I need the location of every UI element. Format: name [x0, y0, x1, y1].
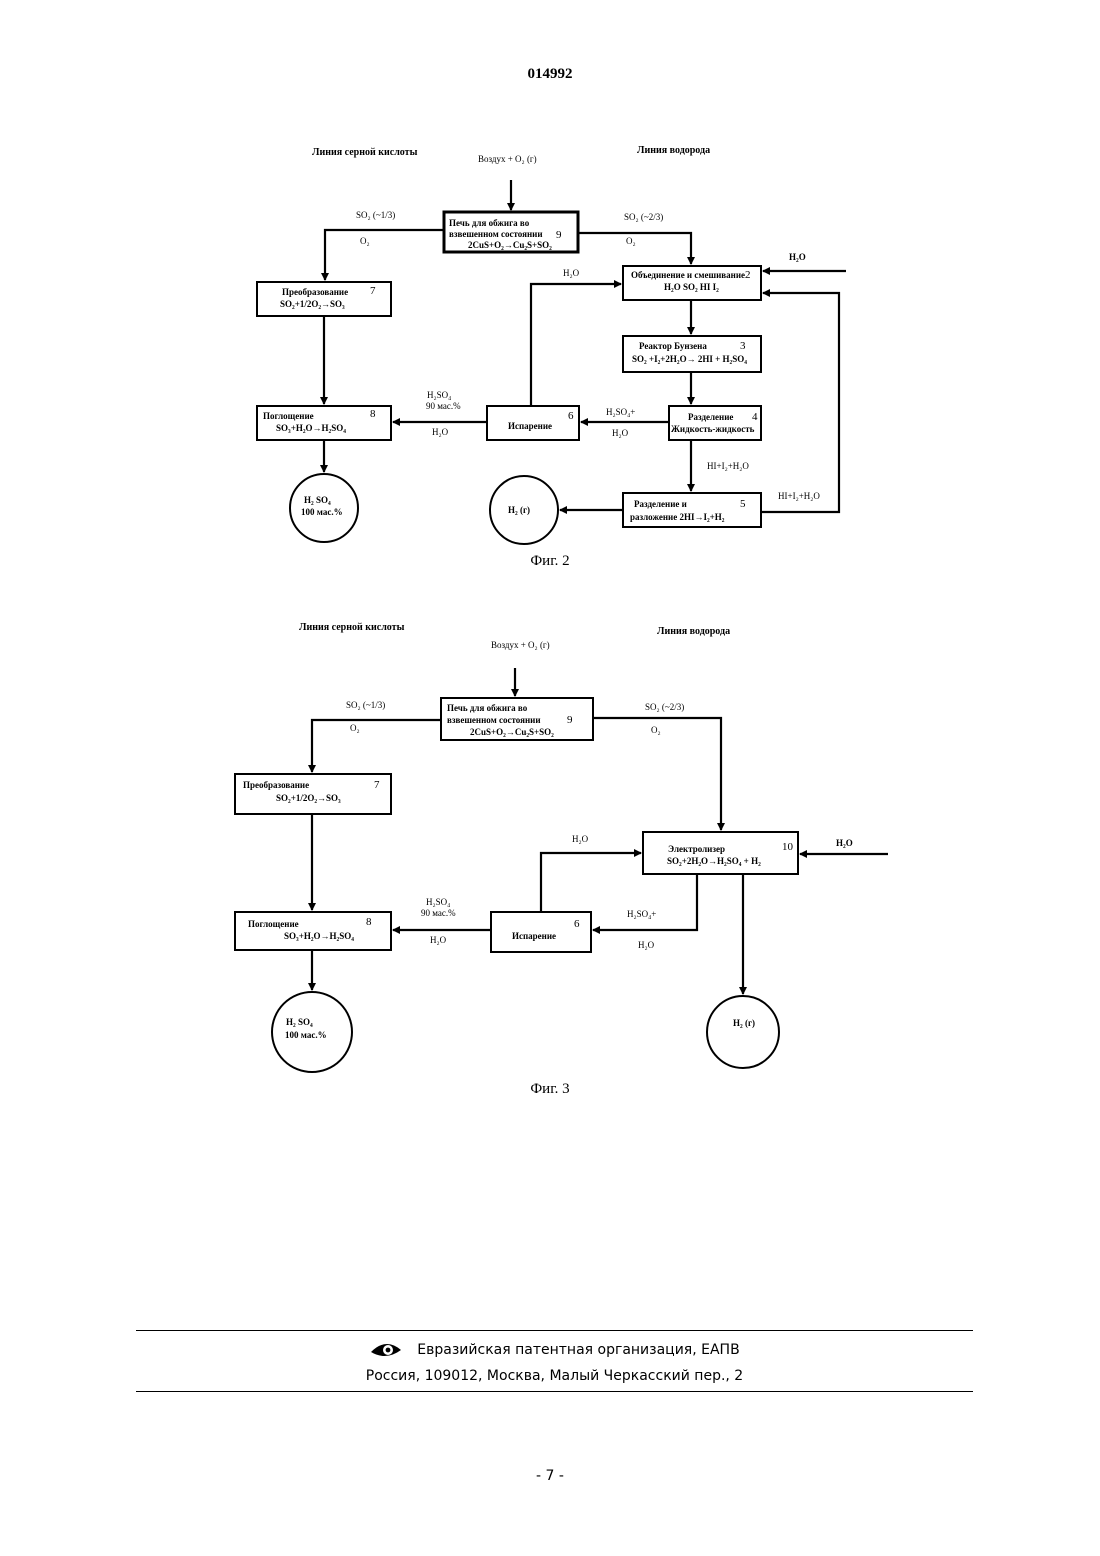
h2o-top-label: H₂O: [572, 834, 589, 844]
fig3-so2-left: SO₂ (~1/3): [346, 700, 385, 710]
mixing-text-1: Объединение и смешивание: [631, 270, 745, 280]
furnace-text-3: 2CuS+O₂→Cu₂S+SO₂: [468, 240, 552, 250]
absorption-text-2: SO₃+H₂O→H₂SO₄: [284, 931, 354, 941]
fig3-o2-left: O₂: [350, 723, 360, 733]
bunsen-number: 3: [740, 340, 746, 352]
h2so4-90-conc-label: 90 мас.%: [426, 401, 461, 411]
fig3-right-line-title: Линия водорода: [657, 626, 730, 637]
decomposition-text-2: разложение 2HI→I₂+H₂: [630, 512, 725, 522]
footer-top-rule: [136, 1330, 973, 1331]
bunsen-text-1: Реактор Бунзена: [639, 341, 707, 351]
h2so4-plus-label: H₂SO₄+: [606, 407, 635, 417]
figure-2-diagram: Линия серной кислоты Линия водорода Возд…: [0, 130, 1100, 550]
eapo-logo-icon: [369, 1339, 403, 1361]
h2so4-90-conc-label: 90 мас.%: [421, 908, 456, 918]
fig3-so2-right: SO₂ (~2/3): [645, 702, 684, 712]
footer-organization-line: Евразийская патентная организация, ЕАПВ: [136, 1339, 973, 1361]
fig2-so2-left: SO₂ (~1/3): [356, 210, 395, 220]
electrolyzer-text-2: SO₂+2H₂O→H₂SO₄ + H₂: [667, 856, 761, 866]
figure-3-diagram: Линия серной кислоты Линия водорода Возд…: [0, 610, 1100, 1080]
separation-text-1: Разделение: [688, 412, 733, 422]
furnace-text-1: Печь для обжига во: [447, 703, 528, 713]
document-number: 014992: [0, 66, 1100, 83]
electrolyzer-number: 10: [782, 841, 794, 853]
furnace-text-1: Печь для обжига во: [449, 218, 530, 228]
absorption-text-2: SO₃+H₂O→H₂SO₄: [276, 423, 346, 433]
recycle-to-mixing: [761, 293, 839, 512]
fig3-left-line-title: Линия серной кислоты: [299, 622, 405, 633]
mixing-number: 2: [745, 269, 751, 281]
evaporation-number: 6: [574, 918, 580, 930]
so2-left-flow: [312, 720, 441, 772]
evaporation-text: Испарение: [508, 421, 552, 431]
h2so4-product-text-1: H₂ SO₄: [304, 495, 331, 505]
so2-left-flow: [325, 230, 444, 280]
mixing-text-2: H₂O SO₂ HI I₂: [664, 282, 719, 292]
h2so4-product-text-2: 100 мас.%: [285, 1030, 327, 1040]
hi-mix-label: HI+I₂+H₂O: [707, 461, 749, 471]
electrolyzer-text-1: Электролизер: [668, 844, 725, 854]
page-number: - 7 -: [0, 1468, 1100, 1484]
furnace-number: 9: [567, 714, 573, 726]
h2so4-90-label: H₂SO₄: [427, 390, 451, 400]
h2o-top-left-label: H₂O: [563, 268, 580, 278]
conversion-text-2: SO₂+1/2O₂→SO₃: [280, 299, 345, 309]
h2so4-plus-label: H₂SO₄+: [627, 909, 656, 919]
furnace-number: 9: [556, 229, 562, 241]
decomposition-number: 5: [740, 498, 746, 510]
fig3-o2-right: O₂: [651, 725, 661, 735]
figure-3-caption: Фиг. 3: [0, 1081, 1100, 1098]
decomposition-text-1: Разделение и: [634, 499, 687, 509]
evaporation-to-mixing: [531, 284, 621, 406]
h2-product-text: H₂ (г): [733, 1018, 755, 1028]
fig2-o2-left: O₂: [360, 236, 370, 246]
footer-address: Россия, 109012, Москва, Малый Черкасский…: [136, 1368, 973, 1384]
electrolyzer-to-evaporation: [593, 874, 697, 930]
h2o-sep-label: H₂O: [612, 428, 629, 438]
evaporation-number: 6: [568, 410, 574, 422]
conversion-text-1: Преобразование: [282, 287, 348, 297]
fig3-feed-label: Воздух + O₂ (г): [491, 640, 550, 650]
bunsen-text-2: SO₂ +I₂+2H₂O→ 2HI + H₂SO₄: [632, 354, 747, 364]
h2o-input-label: H₂O: [789, 252, 806, 262]
furnace-text-3: 2CuS+O₂→Cu₂S+SO₂: [470, 727, 554, 737]
h2-product-circle: [707, 996, 779, 1068]
evaporation-text: Испарение: [512, 931, 556, 941]
h2-product-text: H₂ (г): [508, 505, 530, 515]
fig2-so2-right: SO₂ (~2/3): [624, 212, 663, 222]
conversion-text-2: SO₂+1/2O₂→SO₃: [276, 793, 341, 803]
conversion-number: 7: [374, 779, 380, 791]
h2o-input-label: H₂O: [836, 838, 853, 848]
h2so4-product-text-2: 100 мас.%: [301, 507, 343, 517]
fig2-feed-label: Воздух + O₂ (г): [478, 154, 537, 164]
h2so4-product-text-1: H₂ SO₄: [286, 1017, 313, 1027]
evaporation-to-electrolyzer: [541, 853, 641, 912]
fig2-right-line-title: Линия водорода: [637, 145, 710, 156]
conversion-text-1: Преобразование: [243, 780, 309, 790]
absorption-text-1: Поглощение: [263, 411, 314, 421]
furnace-text-2: взвешенном состоянии: [447, 715, 541, 725]
hi-recycle-label: HI+I₂+H₂O: [778, 491, 820, 501]
separation-number: 4: [752, 411, 758, 423]
h2o-sep-label: H₂O: [638, 940, 655, 950]
furnace-text-2: взвешенном состоянии: [449, 229, 543, 239]
footer-organization: Евразийская патентная организация, ЕАПВ: [417, 1342, 739, 1358]
figure-2-caption: Фиг. 2: [0, 553, 1100, 570]
footer-bottom-rule: [136, 1391, 973, 1392]
h2o-to-absorb-label: H₂O: [432, 427, 449, 437]
absorption-number: 8: [366, 916, 372, 928]
separation-text-2: Жидкость-жидкость: [671, 424, 755, 434]
conversion-number: 7: [370, 285, 376, 297]
fig2-o2-right: O₂: [626, 236, 636, 246]
absorption-number: 8: [370, 408, 376, 420]
fig2-left-line-title: Линия серной кислоты: [312, 147, 418, 158]
h2o-to-absorb-label: H₂O: [430, 935, 447, 945]
absorption-text-1: Поглощение: [248, 919, 299, 929]
h2so4-90-label: H₂SO₄: [426, 897, 450, 907]
